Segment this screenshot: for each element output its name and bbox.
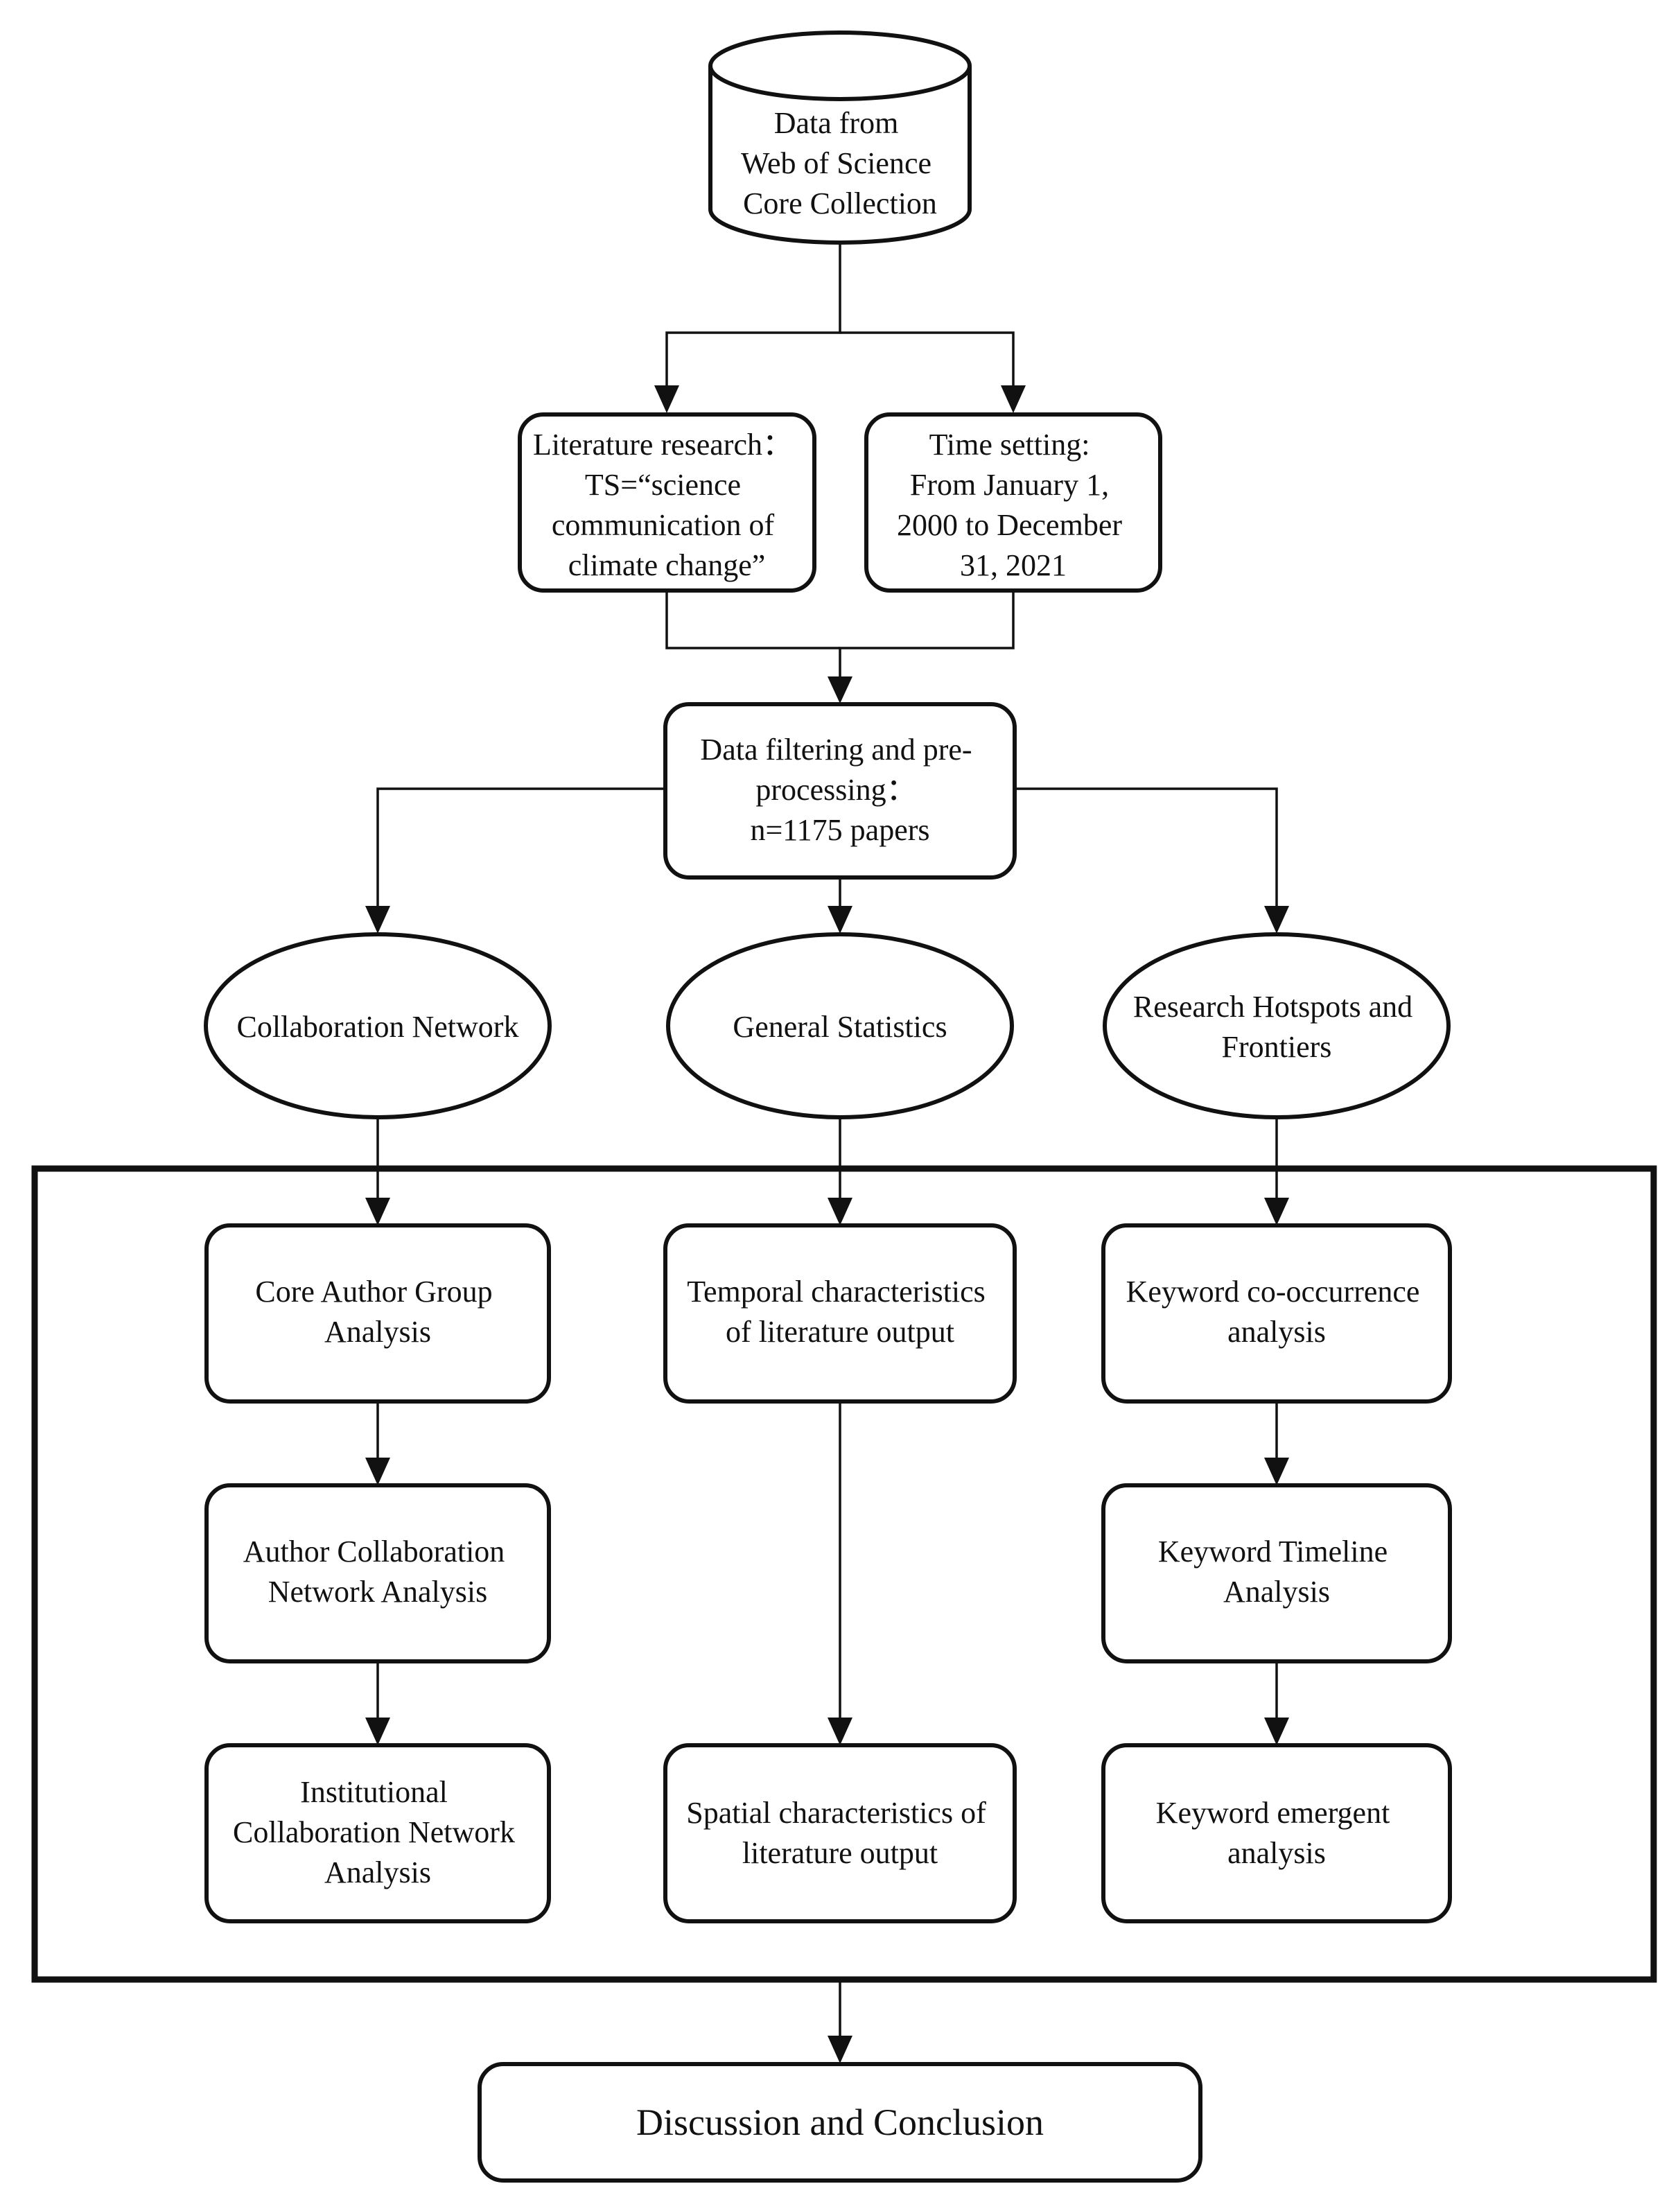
arrowhead-filter <box>828 676 852 704</box>
arrowhead-core-author <box>365 1198 390 1225</box>
node-time-box <box>864 412 1162 593</box>
arrowhead-time <box>1001 385 1026 413</box>
node-discussion-box <box>478 2062 1202 2183</box>
node-keyword-timeline-box <box>1101 1483 1452 1663</box>
node-keyword-timeline-label: Keyword Timeline Analysis <box>1158 1535 1395 1609</box>
edge-filter-to-hotspots <box>1013 787 1278 908</box>
node-core-author: Core Author Group Analysis <box>204 1223 551 1404</box>
node-filter: Data filtering and pre- processing： n=11… <box>663 702 1017 880</box>
node-institutional-label: Institutional Collaboration Network Anal… <box>233 1775 523 1889</box>
node-author-collab-box <box>204 1483 551 1663</box>
node-institutional-box <box>204 1743 551 1923</box>
arrowhead-collab <box>365 906 390 934</box>
node-hotspots-label: Research Hotspots and Frontiers <box>1133 990 1420 1064</box>
node-hotspots: Research Hotspots and Frontiers <box>1103 932 1451 1119</box>
node-discussion-label: Discussion and Conclusion <box>636 2101 1044 2143</box>
node-general-label: General Statistics <box>733 1010 947 1044</box>
node-general-ellipse <box>666 932 1014 1119</box>
arrowhead-general <box>828 906 852 934</box>
node-keyword-emergent-label: Keyword emergent analysis <box>1156 1796 1398 1870</box>
node-collab-ellipse <box>204 932 552 1119</box>
arrowhead-keyword-cooc <box>1264 1198 1289 1225</box>
edge-source-to-literature <box>665 243 841 388</box>
node-core-author-label: Core Author Group Analysis <box>255 1275 500 1349</box>
node-temporal-box <box>663 1223 1017 1404</box>
node-literature: Literature research： TS=“science communi… <box>518 412 816 593</box>
node-literature-label: Literature research： TS=“science communi… <box>533 428 800 582</box>
node-author-collab-label: Author Collaboration Network Analysis <box>243 1535 513 1609</box>
node-spatial-label: Spatial characteristics of literature ou… <box>686 1796 993 1870</box>
edge-time-to-filter <box>839 591 1015 679</box>
node-institutional: Institutional Collaboration Network Anal… <box>204 1743 551 1923</box>
node-temporal-label: Temporal characteristics of literature o… <box>687 1275 993 1349</box>
node-time: Time setting: From January 1, 2000 to De… <box>864 412 1162 593</box>
arrowhead-literature <box>654 385 679 413</box>
database-cylinder-icon <box>708 30 972 245</box>
arrowhead-keyword-emergent <box>1264 1718 1289 1745</box>
arrowhead-temporal <box>828 1198 852 1225</box>
node-spatial-box <box>663 1743 1017 1923</box>
node-spatial: Spatial characteristics of literature ou… <box>663 1743 1017 1923</box>
node-discussion: Discussion and Conclusion <box>478 2062 1202 2183</box>
node-temporal: Temporal characteristics of literature o… <box>663 1223 1017 1404</box>
node-time-label: Time setting: From January 1, 2000 to De… <box>897 428 1130 582</box>
arrowhead-institutional <box>365 1718 390 1745</box>
node-keyword-timeline: Keyword Timeline Analysis <box>1101 1483 1452 1663</box>
connectors <box>365 243 1289 2063</box>
cylinder-top-rim <box>708 65 972 101</box>
edge-source-to-time <box>840 331 1015 388</box>
analysis-frame <box>31 1165 1657 1983</box>
arrowhead-hotspots <box>1264 906 1289 934</box>
node-filter-label: Data filtering and pre- processing： n=11… <box>700 733 979 847</box>
node-keyword-emergent: Keyword emergent analysis <box>1101 1743 1452 1923</box>
node-collab: Collaboration Network <box>204 932 552 1119</box>
arrowhead-author-collab <box>365 1458 390 1485</box>
arrowhead-keyword-timeline <box>1264 1458 1289 1485</box>
node-keyword-cooc: Keyword co-occurrence analysis <box>1101 1223 1452 1404</box>
node-source: Data from Web of Science Core Collection <box>708 30 972 245</box>
arrowhead-discussion <box>828 2036 852 2063</box>
node-collab-label: Collaboration Network <box>237 1010 519 1044</box>
arrowhead-spatial <box>828 1718 852 1745</box>
node-core-author-box <box>204 1223 551 1404</box>
node-general: General Statistics <box>666 932 1014 1119</box>
node-filter-box <box>663 702 1017 880</box>
node-source-label: Data from Web of Science Core Collection <box>741 106 939 220</box>
node-keyword-cooc-label: Keyword co-occurrence analysis <box>1126 1275 1428 1349</box>
edge-filter-to-collab <box>376 787 667 908</box>
node-keyword-cooc-box <box>1101 1223 1452 1404</box>
node-hotspots-ellipse <box>1103 932 1451 1119</box>
node-literature-box <box>518 412 816 593</box>
edge-literature-to-filter <box>665 591 840 649</box>
node-keyword-emergent-box <box>1101 1743 1452 1923</box>
node-author-collab: Author Collaboration Network Analysis <box>204 1483 551 1663</box>
